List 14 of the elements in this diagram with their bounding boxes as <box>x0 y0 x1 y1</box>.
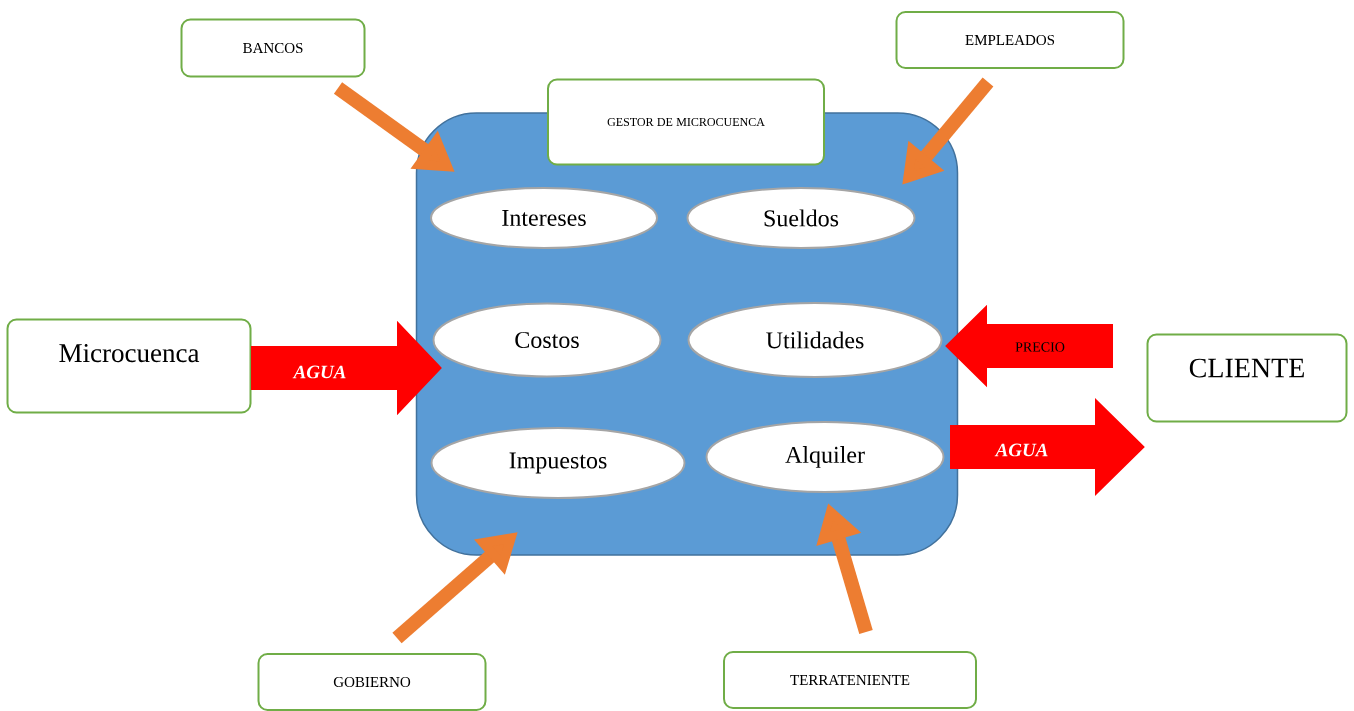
label-box: CLIENTE <box>1146 333 1348 423</box>
label-box: BANCOS <box>180 18 366 78</box>
label-box: GOBIERNO <box>257 653 487 711</box>
oval: Impuestos <box>430 427 686 499</box>
oval: Utilidades <box>687 302 943 378</box>
label-box: EMPLEADOS <box>895 11 1125 69</box>
oval: Sueldos <box>686 187 916 249</box>
oval: Costos <box>432 302 662 378</box>
label-box: GESTOR DE MICROCUENCA <box>547 78 825 166</box>
label-box: TERRATENIENTE <box>723 651 977 709</box>
edge-label: PRECIO <box>1014 341 1066 353</box>
oval: Intereses <box>430 187 658 249</box>
label-box: Microcuenca <box>6 318 252 414</box>
oval: Alquiler <box>705 421 945 493</box>
